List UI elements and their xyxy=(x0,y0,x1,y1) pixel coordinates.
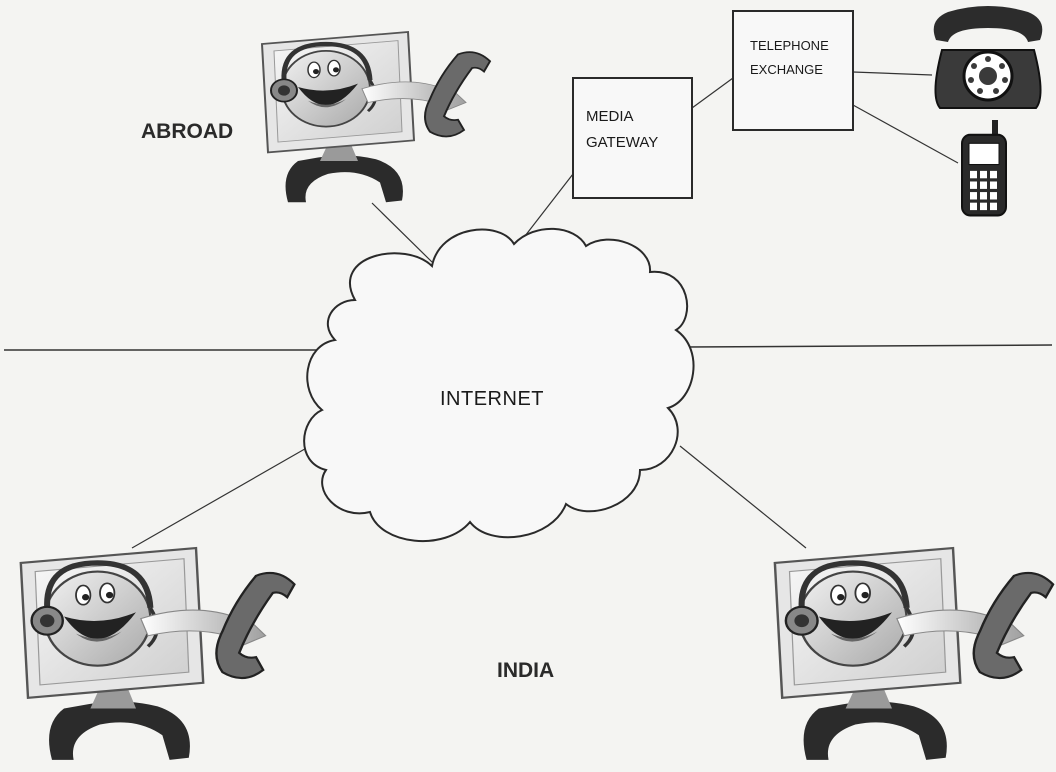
region-label-abroad: ABROAD xyxy=(141,120,234,143)
link-media-gateway xyxy=(524,173,574,237)
internet-label: INTERNET xyxy=(440,388,544,410)
media-gateway-label: MEDIA GATEWAY xyxy=(586,104,658,156)
desk-telephone-icon xyxy=(932,4,1044,110)
voip-computer-icon-india-left xyxy=(21,548,295,760)
mobile-phone-icon xyxy=(960,118,1008,217)
link-exchange-deskphone xyxy=(852,71,933,76)
media-gateway-line-1: MEDIA xyxy=(586,108,634,125)
link-abroad-computer xyxy=(371,202,433,263)
telephone-exchange-line-1: TELEPHONE xyxy=(750,38,829,53)
telephone-exchange-box xyxy=(732,10,854,131)
region-label-india: INDIA xyxy=(497,659,555,682)
media-gateway-box xyxy=(572,77,693,199)
link-gateway-exchange xyxy=(691,77,734,109)
region-divider-right xyxy=(685,344,1053,348)
internet-cloud xyxy=(303,227,695,543)
link-india-computer-right xyxy=(679,445,807,549)
link-india-computer-left xyxy=(131,445,311,549)
voip-computer-icon-abroad xyxy=(262,32,490,202)
telephone-exchange-line-2: EXCHANGE xyxy=(750,62,823,77)
media-gateway-line-2: GATEWAY xyxy=(586,134,659,151)
telephone-exchange-label: TELEPHONE EXCHANGE xyxy=(750,34,829,82)
voip-computer-icon-india-right xyxy=(775,548,1053,760)
link-exchange-mobile xyxy=(852,104,959,164)
